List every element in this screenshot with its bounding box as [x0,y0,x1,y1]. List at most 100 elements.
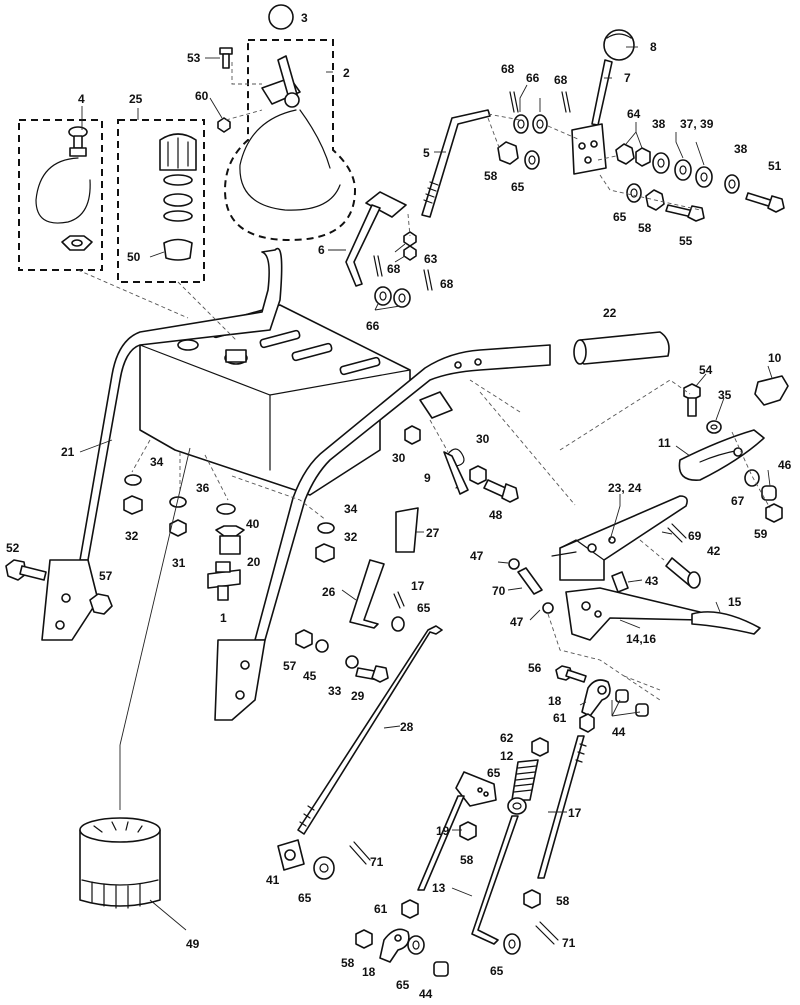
callout-71-a: 71 [370,855,384,869]
washer-66-b [532,114,548,134]
callout-3739: 37, 39 [680,117,714,131]
callout-33: 33 [328,684,342,698]
callout-9: 9 [424,471,431,485]
spring-12 [511,759,539,801]
callout-1: 1 [220,611,227,625]
callout-38-a: 38 [652,117,666,131]
callout-22: 22 [603,306,617,320]
callout-68-a: 68 [501,62,515,76]
callout-34-b: 34 [344,502,358,516]
callout-12: 12 [500,749,514,763]
callout-47-a: 47 [470,549,484,563]
bolt-54 [683,383,701,417]
callout-32-a: 32 [125,529,139,543]
callout-59: 59 [754,527,768,541]
pin-69 [667,523,687,543]
callout-58-d: 58 [556,894,570,908]
callout-25: 25 [129,92,143,106]
callout-13: 13 [432,881,446,895]
pin-68-a [509,91,519,113]
washer-67 [744,469,760,487]
knob-10 [754,375,789,406]
nut-64 [615,143,635,165]
grip-22 [573,331,670,365]
callout-71-b: 71 [562,936,576,950]
pin-17-small [393,591,405,609]
callout-65-a: 65 [511,180,525,194]
callout-58-a: 58 [484,169,498,183]
callout-labels: 3 53 2 60 4 25 50 8 7 68 66 68 5 58 65 6… [6,11,792,1001]
bracket-6 [345,191,407,287]
fitting-20 [215,525,245,555]
rod-13 [471,815,519,945]
callout-2324: 23, 24 [608,481,642,495]
nut-62 [531,737,549,757]
bushing-44-c [433,961,449,977]
washer-38-b [724,174,740,194]
rod-28 [297,625,443,835]
callout-4: 4 [78,92,85,106]
bracket-under-frame [419,391,453,419]
callout-61-b: 61 [374,902,388,916]
washer-34-b [317,522,335,534]
callout-6: 6 [318,243,325,257]
callout-40: 40 [246,517,260,531]
washer-66-d [393,288,411,308]
callout-54: 54 [699,363,713,377]
nut-30-b [469,465,487,485]
washer-65-a [524,150,540,170]
callout-68-d: 68 [440,277,454,291]
nut-60 [217,117,231,133]
nut-32-a [123,495,143,515]
callout-48: 48 [489,508,503,522]
nut-59 [765,503,783,523]
nut-63-b [403,245,417,261]
callout-65-c: 65 [417,601,431,615]
callout-26: 26 [322,585,336,599]
nut-61-a [579,713,595,733]
washer-65-c [391,616,405,632]
callout-50: 50 [127,250,141,264]
callout-46: 46 [778,458,792,472]
callout-64: 64 [627,107,641,121]
callout-3: 3 [301,11,308,25]
bolt-51 [745,192,785,213]
washer-3739-a [674,159,692,181]
callout-27: 27 [426,526,440,540]
callout-65-g: 65 [490,964,504,978]
callout-30-a: 30 [476,432,490,446]
callout-11: 11 [658,436,671,450]
washer-35 [706,420,722,434]
bushing-46 [761,485,777,501]
callout-58-b: 58 [638,221,652,235]
callout-62: 62 [500,731,514,745]
washer-66-c [374,286,392,306]
callout-36: 36 [196,481,210,495]
washer-65-d [313,856,335,880]
pin-71-b [535,921,559,945]
grip-27 [395,507,419,553]
nut-58-d [523,889,541,909]
pin-68-c [373,255,383,277]
callout-44-a: 44 [612,725,626,739]
nut-61-b [401,899,419,919]
rod-end-18-a [581,679,611,717]
callout-18-a: 18 [548,694,562,708]
assembly-lines [77,62,771,701]
bushing-45 [315,639,329,653]
callout-21: 21 [61,445,75,459]
callout-58-c: 58 [460,853,474,867]
callout-66-a: 66 [526,71,540,85]
washer-65-e [507,797,527,815]
callout-17-a: 17 [411,579,425,593]
bracket-2324 [551,495,688,581]
nut-32-b [315,543,335,563]
screw-53 [219,47,233,69]
spring-9 [443,448,469,495]
callout-60: 60 [195,89,209,103]
washer-33 [345,655,359,669]
callout-65-f: 65 [396,978,410,992]
callout-47-b: 47 [510,615,524,629]
